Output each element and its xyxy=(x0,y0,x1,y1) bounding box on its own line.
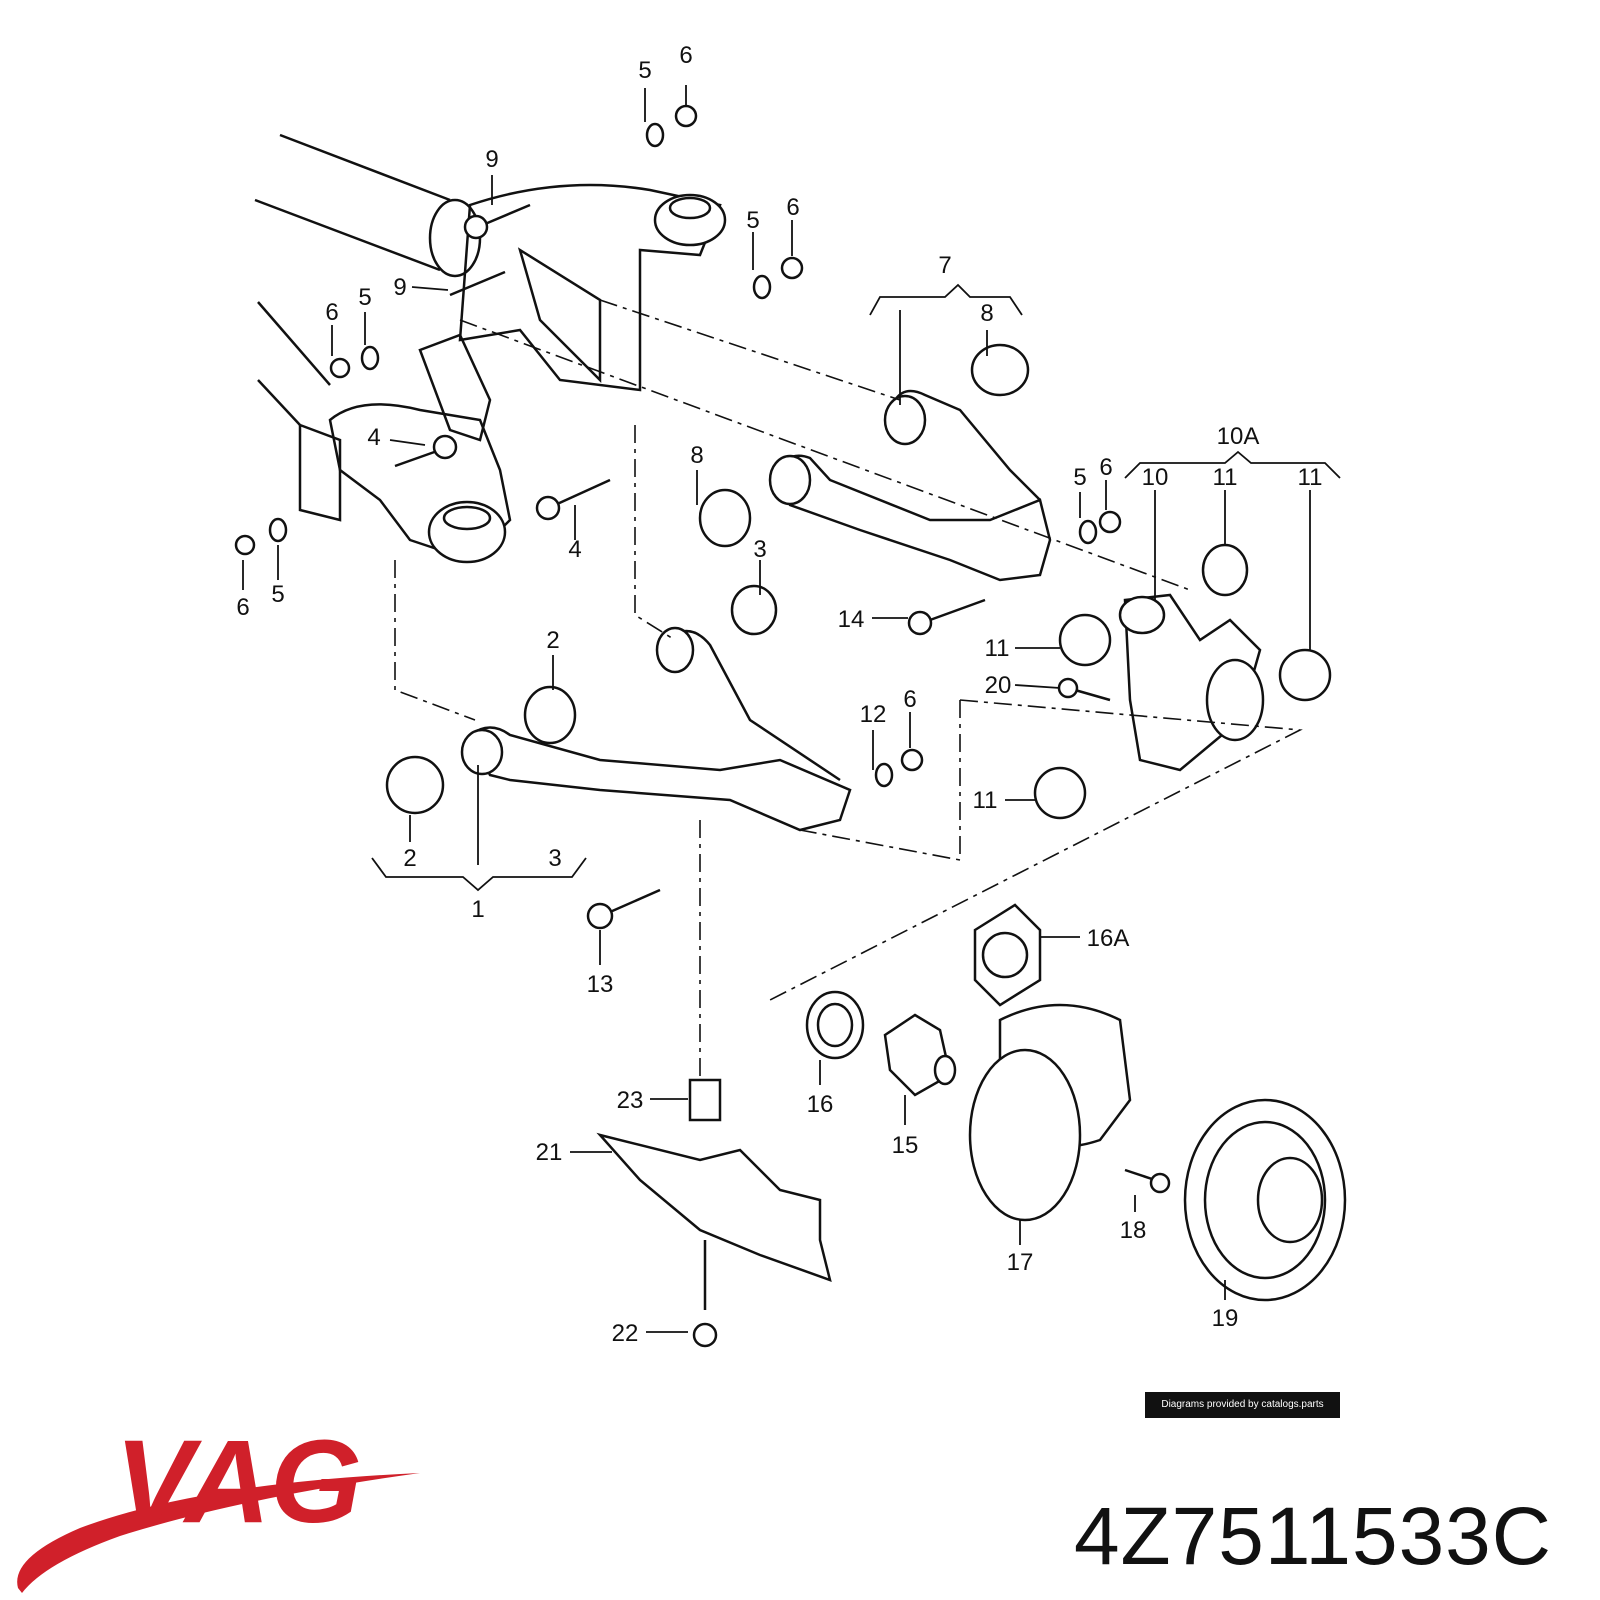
callout-11: 11 xyxy=(1298,464,1323,491)
callout-6: 6 xyxy=(786,194,799,221)
callout-8: 8 xyxy=(980,300,993,327)
logo-swoosh xyxy=(17,1473,421,1593)
callout-9: 9 xyxy=(485,146,498,173)
callout-4: 4 xyxy=(568,536,581,563)
hub-assembly-drawing xyxy=(805,903,1347,1302)
assembly-leader-lines xyxy=(394,299,1303,1080)
callout-labels: 1 2 2 3 3 4 4 5 5 5 5 5 6 6 6 6 6 6 7 8 … xyxy=(236,42,1322,1347)
callout-16A: 16A xyxy=(1087,925,1130,952)
lower-control-arm-drawing xyxy=(385,626,852,930)
callout-6: 6 xyxy=(236,594,249,621)
callout-9: 9 xyxy=(393,274,406,301)
callout-16: 16 xyxy=(807,1091,834,1118)
callout-10A: 10A xyxy=(1217,423,1260,450)
callout-5: 5 xyxy=(1073,464,1086,491)
callout-14: 14 xyxy=(838,606,865,633)
subframe-fasteners xyxy=(234,104,1122,788)
callout-5: 5 xyxy=(271,581,284,608)
underbody-guard-drawing xyxy=(596,1078,832,1348)
wheel-carrier-drawing xyxy=(1033,543,1332,820)
vag-logo: VAG xyxy=(17,1418,421,1593)
callout-2: 2 xyxy=(403,845,416,872)
callout-5: 5 xyxy=(638,57,651,84)
callout-18: 18 xyxy=(1120,1217,1147,1244)
callout-22: 22 xyxy=(612,1320,639,1347)
subframe-drawing xyxy=(254,133,727,564)
callout-11: 11 xyxy=(985,635,1010,662)
callout-19: 19 xyxy=(1212,1305,1239,1332)
callout-11: 11 xyxy=(973,787,998,814)
callout-10: 10 xyxy=(1142,464,1169,491)
callout-7: 7 xyxy=(938,252,951,279)
callout-5: 5 xyxy=(746,207,759,234)
callout-21: 21 xyxy=(536,1139,563,1166)
callout-6: 6 xyxy=(1099,454,1112,481)
callout-17: 17 xyxy=(1007,1249,1034,1276)
part-number: 4Z7511533C xyxy=(1073,1491,1552,1582)
callout-12: 12 xyxy=(860,701,887,728)
callout-11: 11 xyxy=(1213,464,1238,491)
callout-13: 13 xyxy=(587,971,614,998)
callout-1: 1 xyxy=(471,896,484,923)
logo-wordmark: VAG xyxy=(115,1418,362,1548)
diagram-credit-badge: Diagrams provided by catalogs.parts xyxy=(1145,1392,1340,1418)
callout-20: 20 xyxy=(985,672,1012,699)
callout-leaders xyxy=(242,85,1341,1333)
callout-2: 2 xyxy=(546,627,559,654)
callout-6: 6 xyxy=(679,42,692,69)
callout-3: 3 xyxy=(548,845,561,872)
callout-5: 5 xyxy=(358,284,371,311)
callout-6: 6 xyxy=(903,686,916,713)
callout-4: 4 xyxy=(367,424,380,451)
callout-3: 3 xyxy=(753,536,766,563)
callout-15: 15 xyxy=(892,1132,919,1159)
upper-control-arm-drawing xyxy=(698,343,1052,636)
callout-6: 6 xyxy=(325,299,338,326)
callout-8: 8 xyxy=(690,442,703,469)
callout-23: 23 xyxy=(617,1087,644,1114)
